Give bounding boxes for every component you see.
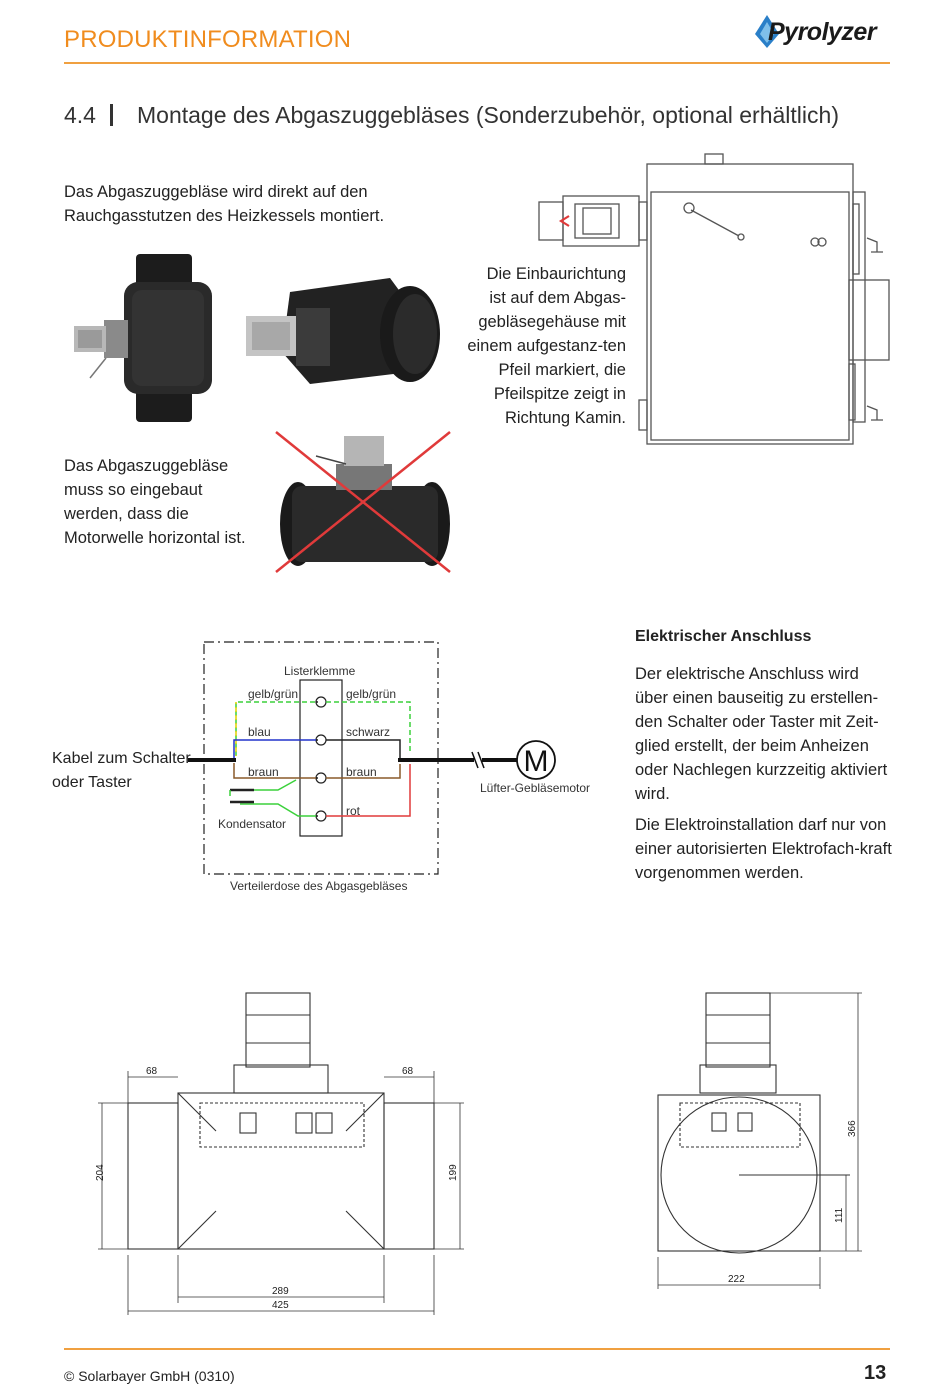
dim-front-inner-width: 289 (272, 1286, 289, 1297)
motor-symbol-icon (516, 740, 556, 780)
header-title: PRODUKTINFORMATION (64, 26, 352, 53)
mount-intro-text: Das Abgaszuggebläse wird direkt auf den … (64, 183, 385, 225)
electrical-title: Elektrischer Anschluss (635, 628, 812, 645)
section-title: Montage des Abgaszuggebläses (Sonderzube… (137, 102, 839, 128)
wire-left-1: gelb/grün (248, 687, 298, 701)
electrical-paragraph-2: Die Elektroinstallation darf nur von ein… (635, 816, 892, 882)
boiler-drawing (538, 153, 890, 445)
cable-label: Kabel zum Schalter oder Taster (52, 750, 191, 791)
section-heading: 4.4 Montage des Abgaszuggebläses (Sonderz… (64, 102, 839, 129)
dim-front-top-left: 68 (146, 1066, 158, 1077)
wire-right-4: rot (346, 804, 361, 818)
wire-left-3: braun (248, 765, 279, 779)
capacitor-label: Kondensator (218, 817, 286, 831)
fan-photo-front (74, 254, 212, 422)
dim-side-width: 222 (728, 1274, 745, 1285)
logo-text: Pyrolyzer (768, 18, 877, 46)
direction-note-text: Die Einbaurichtung ist auf dem Abgas-geb… (467, 265, 626, 427)
cross-line-icon (275, 431, 451, 573)
dim-front-top-right: 68 (402, 1066, 414, 1077)
section-bar (110, 104, 113, 126)
motor-label: Lüfter-Gebläsemotor (480, 781, 590, 795)
section-number: 4.4 (64, 102, 96, 128)
fan-photo-angled (246, 278, 440, 384)
wire-right-2: schwarz (346, 725, 390, 739)
dim-front-left-height: 204 (95, 1164, 106, 1181)
wiring-diagram: M Listerklemme gelb/grün blau braun gelb… (188, 641, 590, 893)
header-rule (64, 62, 890, 64)
mount-horizontal-text: Das Abgaszuggebläse muss so eingebaut we… (64, 457, 246, 547)
page-number: 13 (864, 1362, 887, 1384)
motor-symbol: M (524, 745, 549, 778)
fan-photo-wrong (275, 431, 451, 573)
wire-left-2: blau (248, 725, 271, 739)
brand-logo: Pyrolyzer (752, 12, 892, 52)
wire-right-3: braun (346, 765, 377, 779)
direction-arrow-icon (558, 215, 570, 227)
dim-side-height-axis: 111 (834, 1207, 845, 1223)
box-label: Verteilerdose des Abgasgebläses (230, 879, 407, 893)
dim-side-height-total: 366 (847, 1120, 858, 1137)
terminal-label: Listerklemme (284, 664, 356, 678)
electrical-paragraph-1: Der elektrische Anschluss wird über eine… (635, 665, 888, 803)
dimension-drawing-front: 68 68 204 199 289 425 (95, 992, 464, 1315)
wire-right-1: gelb/grün (346, 687, 396, 701)
logo-flame-icon (755, 15, 779, 48)
footer-rule (64, 1348, 890, 1350)
footer-copyright: © Solarbayer GmbH (0310) (64, 1368, 235, 1384)
dim-front-total-width: 425 (272, 1300, 289, 1311)
dim-front-right-height: 199 (448, 1164, 459, 1181)
dimension-drawing-side: 222 366 111 (657, 992, 862, 1289)
